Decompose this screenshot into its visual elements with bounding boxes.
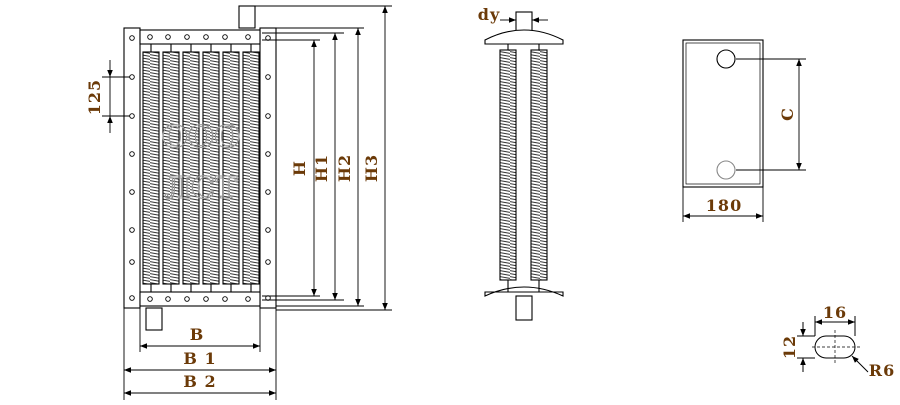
right-flange bbox=[259, 27, 277, 309]
slot-detail bbox=[797, 316, 869, 373]
flange-hole bbox=[265, 227, 271, 233]
dim-B1-label: B 1 bbox=[183, 349, 216, 368]
end-inlet-hole bbox=[716, 49, 736, 69]
flange-hole bbox=[147, 34, 153, 40]
dim-12-label: 12 bbox=[780, 335, 799, 359]
side-bottom-pipe bbox=[515, 295, 533, 321]
width-dimensions bbox=[123, 308, 277, 400]
height-dimensions bbox=[255, 5, 392, 311]
flange-hole bbox=[222, 296, 228, 302]
end-view bbox=[682, 39, 764, 188]
top-inlet-pipe bbox=[238, 5, 256, 29]
finned-tube-1 bbox=[142, 51, 160, 285]
dim-H2-label: H2 bbox=[335, 154, 354, 182]
flange-hole bbox=[265, 151, 271, 157]
dim-180-label: 180 bbox=[706, 196, 742, 215]
finned-tube-6 bbox=[242, 51, 260, 285]
dim-B-label: B bbox=[190, 325, 205, 344]
watermark-line1: ООО bbox=[162, 120, 240, 155]
dim-16-label: 16 bbox=[823, 303, 847, 322]
flange-hole bbox=[265, 259, 271, 265]
flange-hole bbox=[265, 74, 271, 80]
flange-hole bbox=[165, 296, 171, 302]
pitch-label: 125 bbox=[85, 79, 104, 115]
finned-tube-2 bbox=[162, 51, 180, 285]
flange-hole bbox=[129, 189, 135, 195]
dim-B2-label: B 2 bbox=[183, 372, 216, 391]
top-header bbox=[139, 29, 261, 45]
bottom-header bbox=[139, 291, 261, 307]
flange-hole bbox=[147, 296, 153, 302]
pitch-dimension bbox=[102, 60, 130, 133]
finned-tube-4 bbox=[202, 51, 220, 285]
end-outlet-hole bbox=[716, 160, 736, 180]
flange-hole bbox=[129, 295, 135, 301]
finned-tube-3 bbox=[182, 51, 200, 285]
left-flange bbox=[123, 27, 141, 309]
dim-H-label: H bbox=[290, 160, 309, 176]
side-view bbox=[484, 11, 564, 321]
flange-hole bbox=[245, 296, 251, 302]
flange-hole bbox=[265, 189, 271, 195]
flange-hole bbox=[129, 259, 135, 265]
flange-hole bbox=[129, 151, 135, 157]
finned-tubes bbox=[142, 44, 260, 292]
side-top-cap bbox=[484, 29, 564, 45]
finned-tube-5 bbox=[222, 51, 240, 285]
flange-hole bbox=[129, 227, 135, 233]
dim-C-label: C bbox=[778, 107, 797, 121]
flange-hole bbox=[184, 34, 190, 40]
flange-holes bbox=[129, 34, 271, 302]
flange-hole bbox=[265, 113, 271, 119]
dim-H1-label: H1 bbox=[312, 154, 331, 182]
dim-H3-label: H3 bbox=[362, 154, 381, 182]
flange-hole bbox=[245, 34, 251, 40]
bottom-outlet-pipe bbox=[145, 307, 163, 331]
front-view bbox=[123, 5, 277, 331]
flange-hole bbox=[222, 34, 228, 40]
side-bottom-cap bbox=[484, 286, 564, 297]
side-tube-left bbox=[499, 49, 517, 281]
dim-R6-label: R6 bbox=[869, 361, 895, 380]
flange-hole bbox=[203, 34, 209, 40]
flange-hole bbox=[203, 296, 209, 302]
flange-hole bbox=[165, 34, 171, 40]
c-dimension bbox=[736, 58, 806, 171]
flange-hole bbox=[129, 35, 135, 41]
dim-dy-label: dy bbox=[478, 5, 500, 24]
side-tube-right bbox=[530, 49, 548, 281]
width-180-dimension bbox=[682, 187, 764, 222]
watermark-line2: ЛСТ bbox=[165, 171, 238, 206]
flange-hole bbox=[184, 296, 190, 302]
